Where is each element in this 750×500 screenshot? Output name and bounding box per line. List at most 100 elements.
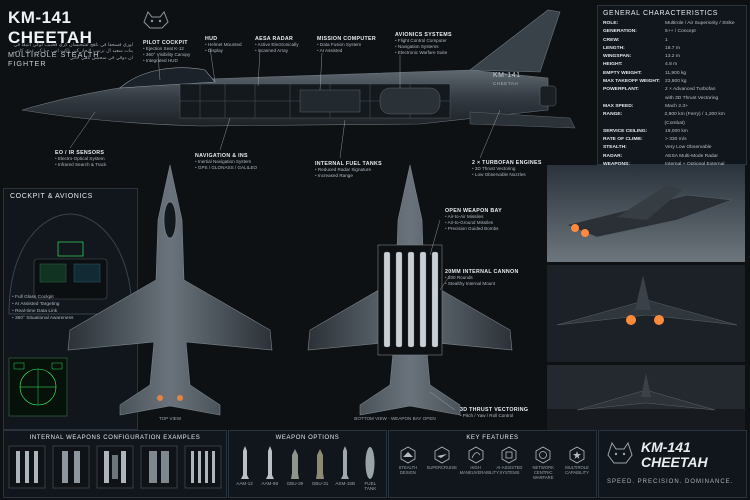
characteristics-panel: GENERAL CHARACTERISTICS ROLE: Multirole /… [597,5,747,175]
spec-key: SERVICE CEILING: [603,128,648,134]
brand-tagline: SPEED. PRECISION. DOMINANCE. [607,479,734,485]
side-view-cutaway [21,9,576,159]
spec-row: MAX TAKEOFF WEIGHT: 23,800 kg [603,78,746,86]
photo-sky-render [547,165,745,262]
cockpit-interior-image [8,213,133,315]
spec-key: EMPTY WEIGHT: [603,70,642,76]
bottom-view-jet [307,164,513,416]
spec-value: AESA Multi-Mode Radar [665,153,719,159]
spec-key: WINGSPAN: [603,54,632,60]
weapon-option: ASM-15B [333,445,357,491]
spec-value: 1 [665,37,668,43]
weapon-options-panel: WEAPON OPTIONS AAM-12 AAM-98 GBU-39 GBU-… [228,430,387,498]
cockpit-feature: AI Assisted Targeting [12,301,145,308]
spec-value: Mach 2.3+ [665,103,688,109]
spec-row: RATE OF CLIMB:> 330 m/s [603,136,746,144]
missile-icon [341,446,350,479]
spec-key [603,95,665,103]
spec-value: 13.2 m [665,54,680,60]
header: KM-141 CHEETAH MULTIROLE STEALTH FIGHTER [8,8,138,68]
brand-model: KM-141 [641,439,691,455]
callout-eo-ir: EO / IR SENSORS Electro-Optical SystemIn… [55,150,106,168]
spec-row: RANGE: 2,900 km (Ferry) / 1,200 km (Comba… [603,111,746,128]
spec-key: POWERPLANT: [603,87,639,93]
photo-rear-render [547,265,745,362]
cockpit-feature: Full Glass Cockpit [12,294,145,301]
spec-key: RANGE: [603,112,623,118]
spec-row: ROLE: Multirole / Air Superiority / Strik… [603,20,746,28]
weapon-option: Fuel Tank [358,445,382,491]
weapon-option: GBU-31 [308,445,332,491]
tail-model-text: KM-141 [493,72,521,79]
top-view-jet [67,164,273,416]
weapon-option: AAM-98 [258,445,282,491]
spec-row: WINGSPAN: 13.2 m [603,53,746,61]
cheetah-head-logo [607,441,633,464]
callout-cannon: 20mm INTERNAL CANNON 200 RoundsStealthy … [445,269,519,287]
spec-value: 23,800 kg [665,79,687,85]
page-title: KM-141 CHEETAH [8,8,93,47]
multirole-icon [569,446,585,464]
bomb-icon [316,449,325,479]
spec-key: MAX TAKEOFF WEIGHT: [603,79,660,85]
spec-key: GENERATION: [603,29,637,35]
callout-pilot-cockpit: PILOT COCKPIT Ejection Seat K-12360° Vis… [143,40,190,64]
bomb-icon [290,449,299,479]
spec-row: MAX SPEED: Mach 2.3+ [603,103,746,111]
missile-icon [240,446,249,479]
fuel-tank-icon [365,447,375,479]
photo-runway-render [547,365,745,430]
spec-row: EMPTY WEIGHT: 11,900 kg [603,70,746,78]
arabic-description: لوري فسحقا في ناهج لشحبسان كري فحبيب لوك… [13,43,133,61]
cockpit-panel: COCKPIT & AVIONICS Full Glass Cockpit AI… [3,188,138,430]
spec-value: 4.8 m [665,62,678,68]
spec-key: HEIGHT: [603,62,623,68]
ai-icon [501,446,517,464]
key-features-panel: KEY FEATURES STEALTH DESIGN SUPERCRUISE … [388,430,597,498]
weapon-options-title: WEAPON OPTIONS [275,435,340,441]
spec-value: 2,900 km (Ferry) / 1,200 km (Combat) [664,112,725,126]
brand-name: CHEETAH [641,454,708,470]
weapons-config-panel: INTERNAL WEAPONS CONFIGURATION EXAMPLES [3,430,227,498]
characteristics-title: GENERAL CHARACTERISTICS [603,10,719,17]
spec-value: Multirole / Air Superiority / Strike [665,21,735,26]
maneuverability-icon [468,446,483,464]
spec-value: 2 × Advanced Turbofan [665,87,716,93]
weapon-config-example [52,445,90,489]
missile-icon [265,446,274,479]
callout-mission-computer: MISSION COMPUTER Data Fusion SystemAI As… [317,36,376,54]
spec-row: RADAR:AESA Multi-Mode Radar [603,153,746,161]
page-subtitle: MULTIROLE STEALTH FIGHTER [8,50,100,68]
spec-value: 18.7 m [665,45,680,51]
spec-row: LENGTH: 18.7 m [603,45,746,53]
brand-panel: KM-141 CHEETAH SPEED. PRECISION. DOMINAN… [598,430,747,498]
spec-value: with 3D Thrust Vectoring [665,95,719,101]
supercruise-icon [434,446,450,464]
callout-thrust-vectoring: 3D THRUST VECTORING Pitch / Yaw / Roll C… [460,407,528,419]
spec-key: MAX SPEED: [603,103,634,109]
feature-multirole: MULTIROLE CAPABILITY [561,445,593,480]
spec-value: > 330 m/s [665,137,687,143]
callout-avionics-systems: AVIONICS SYSTEMS Flight Control Computer… [395,32,452,56]
spec-key: WEAPONS: [603,162,630,168]
spec-row: STEALTH:Very Low Observable [603,144,746,152]
cockpit-feature-list: Full Glass Cockpit AI Assisted Targeting… [12,294,145,322]
feature-network: NETWORK CENTRIC WARFARE [527,445,559,480]
spec-row: GENERATION:5++ / Concept [603,28,746,36]
spec-key: ROLE: [603,21,619,26]
top-view-label: TOP VIEW [158,416,182,421]
spec-row: POWERPLANT: 2 × Advanced Turbofan [603,86,746,94]
callout-weapon-bay: OPEN WEAPON BAY Air-to-Air MissilesAir-t… [445,208,502,232]
feature-stealth: STEALTH DESIGN [392,445,424,480]
cockpit-feature: Real-time Data Link [12,308,145,315]
network-icon [535,446,551,464]
spec-value: 11,900 kg [665,70,687,76]
spec-key: LENGTH: [603,45,625,51]
feature-supercruise: SUPERCRUISE [426,445,458,480]
weapon-config-example [8,445,46,489]
weapon-config-example [96,445,134,489]
callout-fuel-tanks: INTERNAL FUEL TANKS Reduced Radar Signat… [315,161,382,179]
spec-key: CREW: [603,37,620,43]
spec-value: Internal + Optional External [665,162,725,168]
spec-row: with 3D Thrust Vectoring [603,95,746,103]
